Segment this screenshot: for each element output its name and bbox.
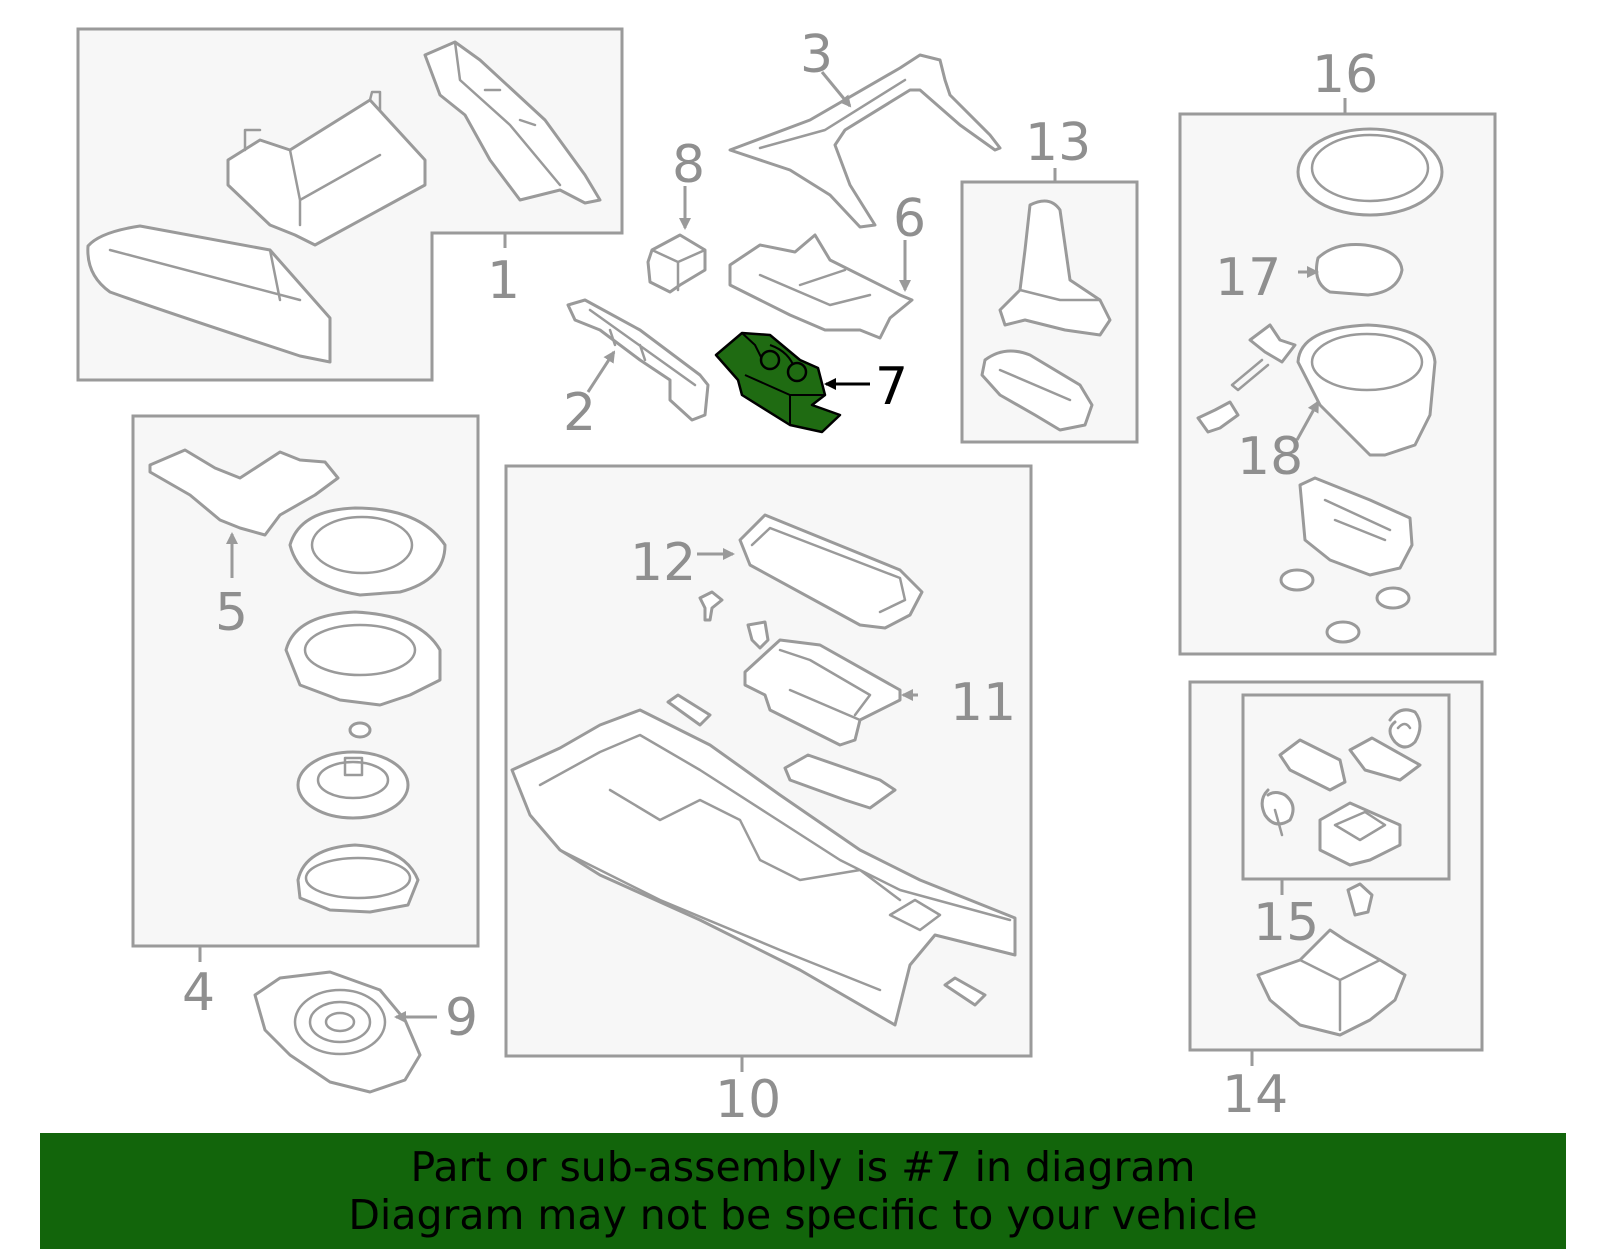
part-15-plate-1: [1278, 738, 1347, 792]
part-18-grommet-1: [1279, 568, 1315, 592]
callout-12: 12: [630, 533, 696, 593]
part-14-shifter-base: [1256, 928, 1407, 1037]
part-13-boot: [998, 199, 1112, 337]
callout-17: 17: [1215, 248, 1281, 308]
part-18-clip: [1196, 400, 1240, 434]
part-15-housing: [1318, 801, 1402, 867]
part-4-trim-ring: [288, 506, 447, 597]
callout-14: 14: [1222, 1065, 1288, 1125]
part-3: 3: [728, 25, 1002, 229]
part-15-spring-1: [1388, 708, 1422, 749]
part-6: 6: [728, 189, 926, 340]
callout-18: 18: [1237, 427, 1303, 487]
part-4-bezel: [284, 610, 442, 707]
callout-8: 8: [672, 135, 705, 195]
callout-13: 13: [1025, 113, 1091, 173]
part-10-clip: [746, 620, 770, 650]
callout-3: 3: [800, 25, 833, 85]
group-box-13: 13: [960, 113, 1139, 444]
callout-1: 1: [487, 251, 520, 311]
callout-4: 4: [182, 963, 215, 1023]
part-10-small-cover: [783, 753, 897, 810]
part-10-screw: [698, 590, 724, 622]
part-10-strip-2: [943, 976, 987, 1007]
group-box-16: 16 17 18: [1178, 45, 1497, 656]
callout-6: 6: [893, 189, 926, 249]
info-banner: Part or sub-assembly is #7 in diagram Di…: [40, 1133, 1566, 1249]
group-box-10: 12 11 10: [504, 464, 1033, 1130]
part-13-bezel: [980, 349, 1094, 432]
part-5-pad: [148, 448, 340, 537]
part-17-pad: [1315, 243, 1404, 297]
part-18-grommet-2: [1375, 586, 1411, 610]
callout-9: 9: [445, 988, 478, 1048]
part-11-tray: [743, 638, 902, 747]
callout-11: 11: [950, 673, 1016, 733]
part-18-grommet-3: [1325, 620, 1361, 644]
group-box-4: 5 4: [131, 414, 480, 1023]
info-banner-bg: [40, 1133, 1566, 1249]
part-10-strip: [666, 693, 712, 727]
part-7-highlighted[interactable]: 7: [714, 331, 908, 434]
banner-line-1: Part or sub-assembly is #7 in diagram: [410, 1143, 1196, 1191]
callout-10: 10: [715, 1070, 781, 1130]
part-1-bracket: [226, 98, 427, 247]
callout-5: 5: [215, 583, 248, 643]
callout-2: 2: [563, 383, 596, 443]
callout-16: 16: [1312, 45, 1378, 105]
group-box-1: 1: [76, 27, 624, 382]
part-18-lever: [1248, 323, 1297, 364]
banner-line-2: Diagram may not be specific to your vehi…: [348, 1191, 1258, 1239]
part-2: 2: [563, 298, 710, 443]
callout-7: 7: [875, 357, 908, 417]
part-8: 8: [646, 135, 707, 294]
part-14-small-clip: [1346, 882, 1374, 917]
part-15-plate-2: [1348, 736, 1422, 782]
part-1-upper-bracket: [423, 40, 602, 205]
part-10-console-body: [510, 708, 1017, 1027]
part-12-lid: [738, 513, 924, 630]
callout-15: 15: [1253, 893, 1319, 953]
part-4-nut: [348, 721, 372, 739]
part-9: 9: [253, 970, 478, 1094]
part-15-spring-2: [1260, 788, 1295, 826]
group-box-14: 15 14: [1188, 680, 1484, 1125]
